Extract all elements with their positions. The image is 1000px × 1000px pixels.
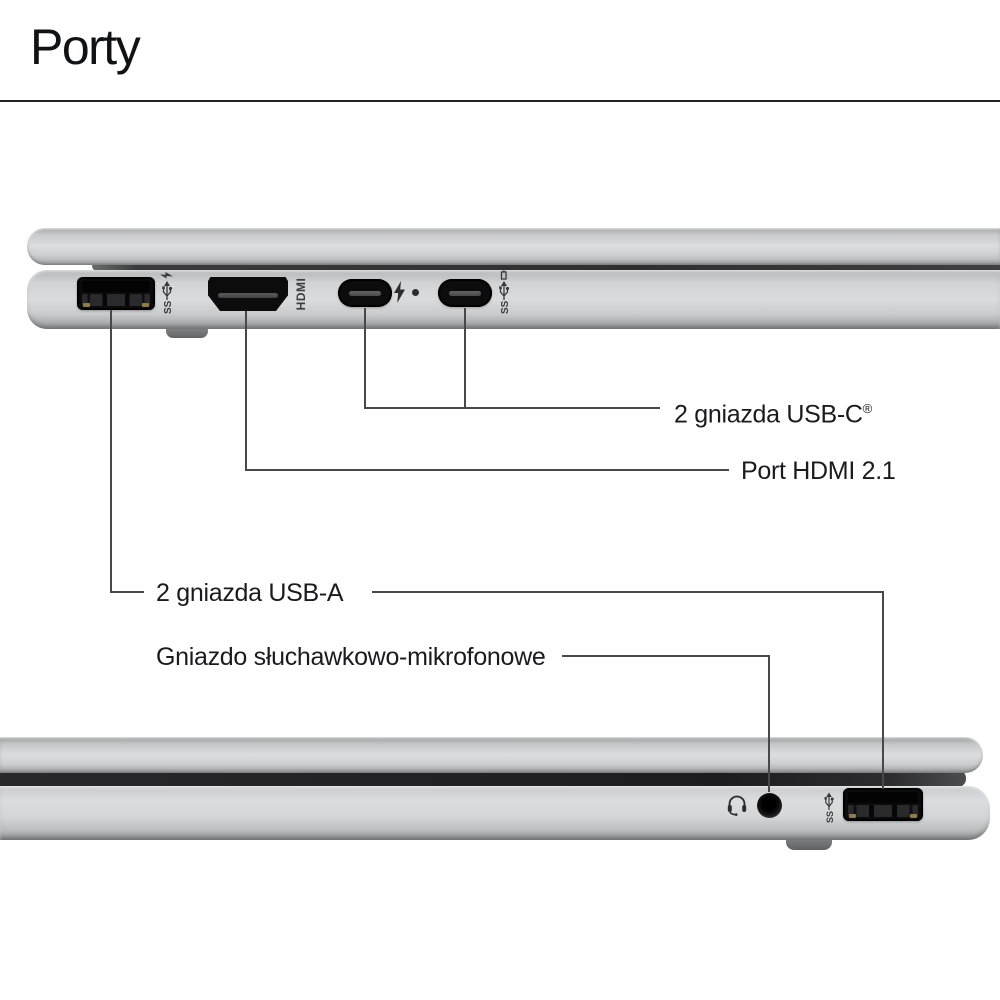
laptop-base <box>0 786 990 840</box>
callout-line-audio-v <box>768 655 770 792</box>
svg-text:SS: SS <box>163 300 174 314</box>
callout-line-usb-a-right-h <box>372 591 884 593</box>
laptop-rubber-foot <box>786 840 832 850</box>
callout-line-usb-a-left-v <box>110 310 112 593</box>
laptop-base <box>27 270 1000 329</box>
page-title: Porty <box>30 19 141 75</box>
callout-line-hdmi-h <box>245 469 729 471</box>
callout-line-usb-c-h <box>364 407 660 409</box>
usb-a-contact <box>142 303 149 307</box>
usb-a-tongue <box>81 293 151 307</box>
label-audio: Gniazdo słuchawkowo-mikrofonowe <box>156 643 546 671</box>
svg-text:SS: SS <box>500 300 511 314</box>
callout-line-audio-h <box>562 655 770 657</box>
usb-a-port-left <box>77 277 155 310</box>
title-divider <box>0 100 1000 102</box>
hdmi-port <box>208 277 288 311</box>
usb-ss-icon: SS <box>823 785 835 823</box>
label-usb-c-text: 2 gniazda USB-C <box>674 400 863 429</box>
laptop-rubber-foot <box>166 329 208 338</box>
laptop-hinge-gap <box>92 261 1000 271</box>
callout-line-usb-c-2 <box>464 308 466 409</box>
laptop-hinge-gap <box>0 770 966 787</box>
label-usb-c-reg: ® <box>862 401 873 416</box>
usb-a-contact <box>83 303 90 307</box>
usb-c-port-1 <box>338 279 392 307</box>
headset-icon <box>725 794 749 821</box>
label-usb-c: 2 gniazda USB-C® <box>674 394 872 429</box>
laptop-lid <box>27 228 1000 265</box>
usb-c-slot <box>449 290 481 296</box>
thunderbolt-icon <box>393 281 406 308</box>
usb-a-opening <box>847 791 919 803</box>
usb-c-port-2 <box>438 279 492 307</box>
usb-ss-charge-icon: SS <box>160 270 174 314</box>
hdmi-slot <box>218 292 278 299</box>
headphone-jack <box>757 793 782 818</box>
hdmi-engraving: HDMI <box>294 277 308 311</box>
label-usb-a: 2 gniazda USB-A <box>156 579 344 607</box>
usb-ss-battery-icon: SS <box>497 270 511 314</box>
usb-a-tongue <box>847 804 919 818</box>
usb-a-contact <box>910 814 917 818</box>
svg-text:SS: SS <box>825 811 835 823</box>
usb-a-port-right <box>843 788 923 821</box>
thunderbolt-dot <box>412 289 419 296</box>
laptop-lid <box>0 737 983 773</box>
usb-a-contact <box>849 814 856 818</box>
usb-a-opening <box>81 280 151 292</box>
label-hdmi: Port HDMI 2.1 <box>741 457 896 485</box>
callout-line-usb-a-right-v <box>882 591 884 789</box>
usb-c-slot <box>349 290 381 296</box>
callout-line-hdmi-v <box>245 311 247 471</box>
callout-line-usb-c-1 <box>364 308 366 409</box>
callout-line-usb-a-left-h <box>110 591 144 593</box>
